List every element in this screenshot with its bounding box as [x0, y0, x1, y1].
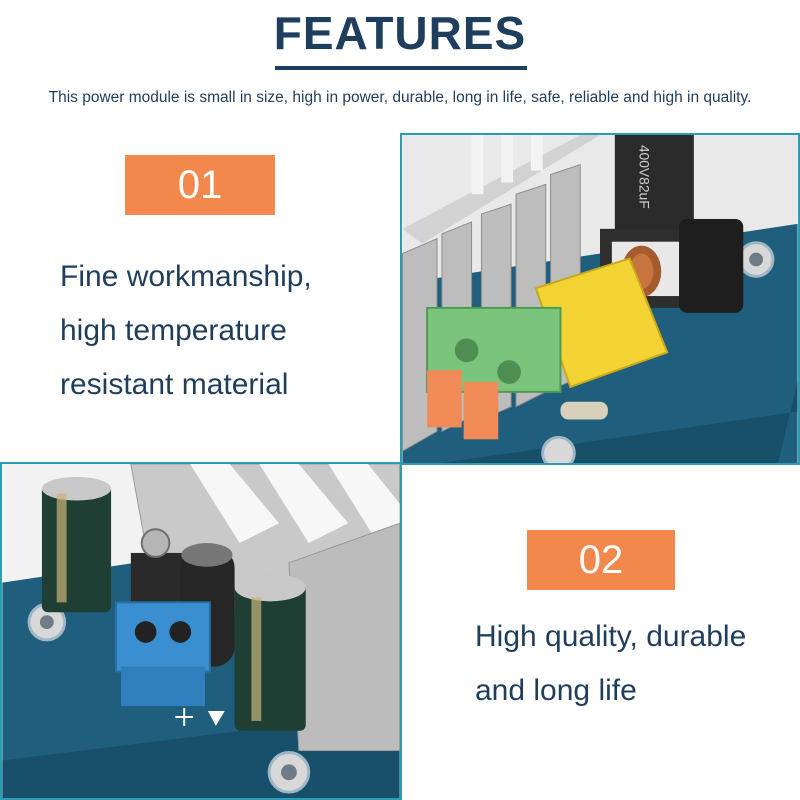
capacitor-label: 400V82uF [637, 145, 653, 209]
product-photo-capacitors [0, 462, 402, 800]
product-photo-heatsink-image: 400V82uF [402, 135, 798, 463]
feature-1-line-3: resistant material [60, 368, 289, 401]
feature-1-line-2: high temperature [60, 314, 287, 347]
feature-number-badge-2: 02 [527, 530, 675, 590]
product-photo-capacitors-image [2, 464, 400, 798]
product-photo-heatsink: 400V82uF [400, 133, 800, 465]
title-underline [275, 66, 527, 70]
feature-description-1: Fine workmanship, high temperature resis… [60, 250, 390, 412]
feature-1-line-1: Fine workmanship, [60, 260, 312, 293]
feature-2-line-1: High quality, durable [475, 620, 747, 653]
page-subtitle: This power module is small in size, high… [48, 89, 752, 106]
feature-description-2: High quality, durable and long life [475, 610, 795, 718]
feature-2-line-2: and long life [475, 674, 637, 707]
page-title: FEATURES [273, 7, 527, 59]
feature-number-badge-1: 01 [125, 155, 275, 215]
